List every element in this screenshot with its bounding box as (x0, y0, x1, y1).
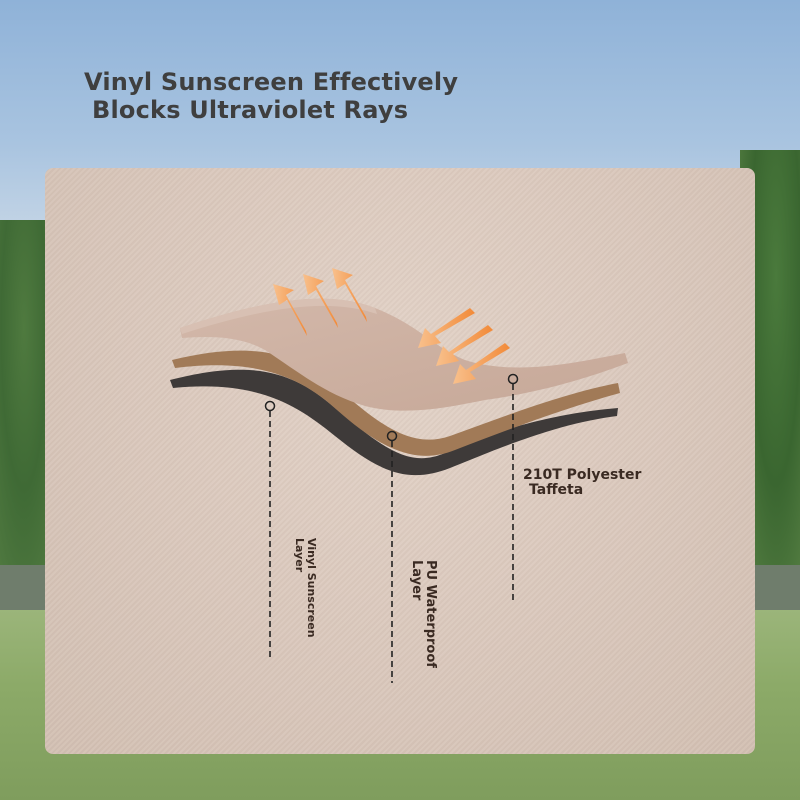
fabric-layers-diagram (170, 268, 628, 683)
top-layer-edge (180, 298, 377, 334)
label-pu-waterproof-layer: PU Waterproof Layer (409, 560, 438, 668)
arrow-up-3 (332, 268, 367, 322)
arrow-in-3 (453, 343, 510, 384)
callout-vinyl (264, 400, 276, 658)
arrow-in-1 (418, 308, 475, 348)
label-vinyl-sunscreen-layer: Vinyl Sunscreen Layer (293, 538, 318, 638)
middle-layer (172, 350, 620, 456)
arrow-in-2 (436, 325, 493, 366)
fabric-panel: 210T Polyester Taffeta Vinyl Sunscreen L… (45, 168, 755, 754)
label-210t-polyester-taffeta: 210T Polyester Taffeta (523, 468, 641, 498)
label-pu-line-1: PU Waterproof (423, 560, 438, 668)
callout-taffeta (507, 373, 519, 603)
arrow-up-1 (273, 284, 307, 336)
headline-line-2: Blocks Ultraviolet Rays (92, 96, 409, 124)
headline-line-1: Vinyl Sunscreen Effectively (84, 68, 459, 96)
arrow-up-2 (303, 274, 338, 328)
label-pu-line-2: Layer (409, 560, 424, 601)
uv-arrows-incoming (418, 308, 510, 384)
label-vinyl-line-2: Layer (293, 538, 306, 573)
callout-pu (386, 430, 398, 683)
label-taffeta-line-1: 210T Polyester (523, 467, 642, 483)
label-vinyl-line-1: Vinyl Sunscreen (305, 538, 318, 638)
headline: Vinyl Sunscreen Effectively Blocks Ultra… (84, 68, 458, 124)
label-taffeta-line-2: Taffeta (529, 482, 584, 498)
uv-arrows-reflected (273, 268, 367, 336)
bottom-layer (170, 369, 618, 476)
